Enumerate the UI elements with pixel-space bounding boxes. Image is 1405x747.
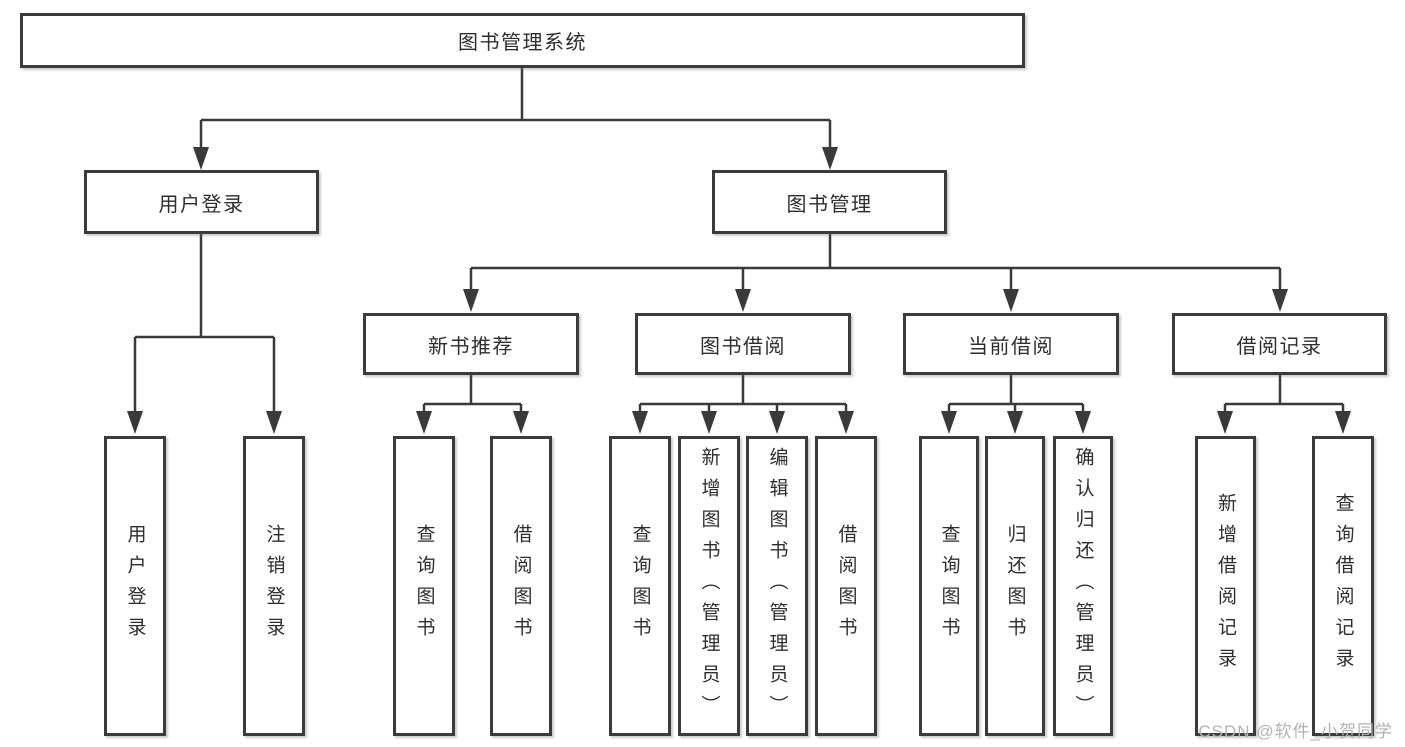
- connector-book-borrow-to-leaves: [632, 375, 854, 434]
- node-leaf-return-books-label: 归还图书: [1004, 524, 1026, 648]
- node-leaf-query-books-borrowing-label: 查询图书: [629, 524, 651, 648]
- node-leaf-confirm-return-admin: 确认归还（管理员）: [1053, 436, 1113, 736]
- node-user-login: 用户登录: [84, 170, 319, 234]
- csdn-watermark: CSDN @软件_小贺同学: [1198, 722, 1393, 741]
- node-leaf-user-login-label: 用户登录: [124, 524, 146, 648]
- node-leaf-logout: 注销登录: [243, 436, 305, 736]
- node-leaf-borrow-books-borrowing-label: 借阅图书: [835, 524, 857, 648]
- node-new-book-recommend: 新书推荐: [363, 313, 579, 375]
- node-borrowing-records: 借阅记录: [1172, 313, 1387, 375]
- node-leaf-query-books-current: 查询图书: [919, 436, 979, 736]
- connector-new-book-rec-to-leaves: [416, 375, 529, 434]
- node-leaf-add-borrow-record: 新增借阅记录: [1195, 436, 1256, 736]
- node-leaf-borrow-books-borrowing: 借阅图书: [815, 436, 877, 736]
- node-root-system: 图书管理系统: [20, 13, 1025, 68]
- node-leaf-query-books-recommend-label: 查询图书: [413, 524, 435, 648]
- node-current-borrowing: 当前借阅: [903, 313, 1119, 375]
- connector-user-login-to-leaves: [127, 234, 282, 434]
- node-leaf-query-books-current-label: 查询图书: [938, 524, 960, 648]
- node-book-management: 图书管理: [712, 170, 947, 234]
- node-book-borrowing: 图书借阅: [635, 313, 851, 375]
- node-leaf-edit-books-admin: 编辑图书（管理员）: [746, 436, 808, 736]
- node-leaf-add-books-admin-label: 新增图书（管理员）: [698, 446, 720, 726]
- node-book-borrowing-label: 图书借阅: [700, 335, 786, 358]
- node-leaf-edit-books-admin-label: 编辑图书（管理员）: [766, 446, 788, 726]
- connector-borrow-records-to-leaves: [1217, 375, 1351, 434]
- node-leaf-query-books-recommend: 查询图书: [393, 436, 455, 736]
- node-leaf-return-books: 归还图书: [985, 436, 1045, 736]
- node-book-management-label: 图书管理: [786, 193, 873, 216]
- node-leaf-borrow-books-recommend-label: 借阅图书: [510, 524, 532, 648]
- node-leaf-query-borrow-record: 查询借阅记录: [1312, 436, 1374, 736]
- connector-root-to-level2: [193, 68, 838, 170]
- node-borrowing-records-label: 借阅记录: [1236, 335, 1323, 358]
- node-new-book-recommend-label: 新书推荐: [428, 335, 514, 358]
- node-leaf-add-borrow-record-label: 新增借阅记录: [1215, 493, 1236, 679]
- node-root-system-label: 图书管理系统: [458, 32, 587, 54]
- node-leaf-logout-label: 注销登录: [263, 524, 285, 648]
- node-leaf-add-books-admin: 新增图书（管理员）: [678, 436, 740, 736]
- node-leaf-query-borrow-record-label: 查询借阅记录: [1332, 493, 1354, 679]
- node-leaf-borrow-books-recommend: 借阅图书: [490, 436, 552, 736]
- node-leaf-confirm-return-admin-label: 确认归还（管理员）: [1072, 446, 1094, 726]
- connector-book-mgmt-to-level3: [463, 234, 1288, 312]
- node-leaf-user-login: 用户登录: [104, 436, 166, 736]
- connector-current-borrow-to-leaves: [941, 375, 1091, 434]
- node-leaf-query-books-borrowing: 查询图书: [609, 436, 671, 736]
- node-current-borrowing-label: 当前借阅: [968, 335, 1054, 358]
- node-user-login-label: 用户登录: [158, 193, 245, 216]
